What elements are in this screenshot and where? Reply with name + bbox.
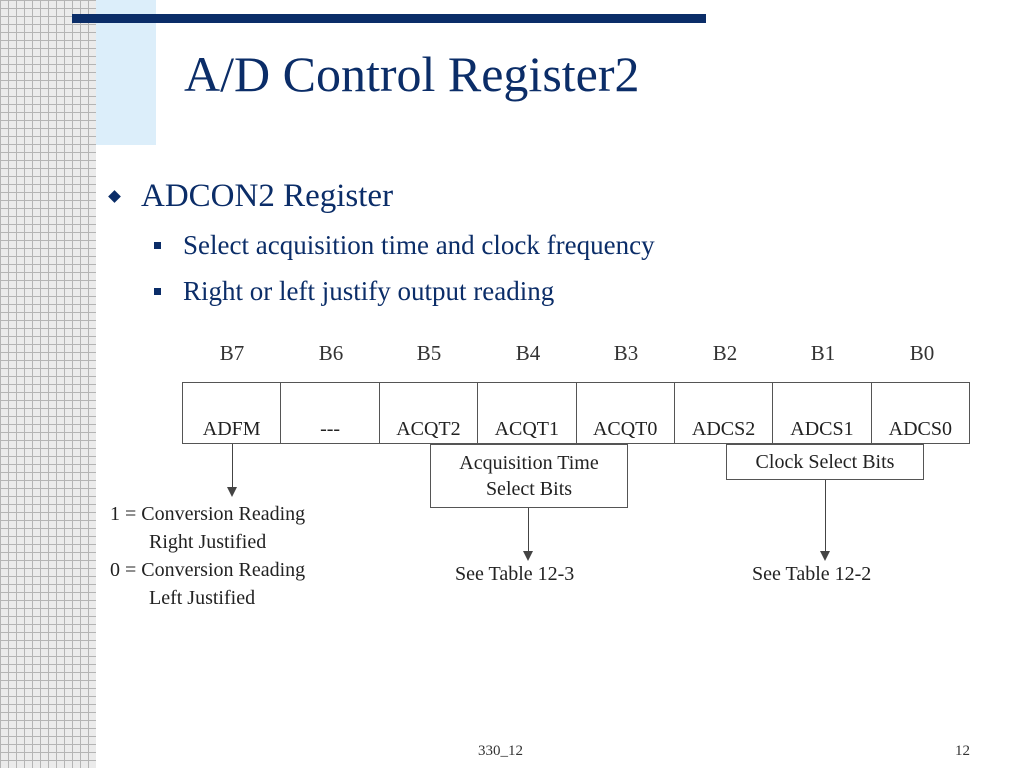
adfm-arrow-line [232, 444, 233, 488]
register-cell-adcs2: ADCS2 [675, 383, 774, 443]
title-accent-block [96, 0, 156, 145]
footer-page-number: 12 [955, 743, 970, 759]
bit-label-b2: B2 [712, 341, 738, 365]
adfm-note-3: 0 = Conversion Reading [110, 559, 306, 581]
sub-bullet-justify: Right or left justify output reading [154, 274, 554, 308]
bit-label-b3: B3 [613, 341, 639, 365]
footer-course-code: 330_12 [478, 743, 523, 759]
adfm-arrowhead [227, 487, 237, 497]
register-cell-adfm: ADFM [183, 383, 282, 443]
clock-box-label: Clock Select Bits [755, 451, 895, 473]
bit-label-b1: B1 [810, 341, 836, 365]
square-bullet-icon [154, 241, 161, 249]
bullet-adcon2: ADCON2 Register [108, 176, 393, 216]
bit-label-b0: B0 [909, 341, 935, 365]
acq-arrow-line [528, 508, 529, 552]
sub-bullet-text: Select acquisition time and clock freque… [183, 230, 655, 260]
bit-label-b4: B4 [515, 341, 541, 365]
square-bullet-icon [154, 287, 161, 295]
clock-table-ref: See Table 12-2 [752, 563, 872, 585]
sub-bullet-acquisition: Select acquisition time and clock freque… [154, 228, 655, 262]
register-cell-acqt2: ACQT2 [380, 383, 479, 443]
diamond-bullet-icon [108, 189, 121, 203]
clock-arrowhead [820, 551, 830, 561]
bit-label-b5: B5 [416, 341, 442, 365]
adfm-note-4: Left Justified [149, 587, 256, 609]
acquisition-time-box: Acquisition Time Select Bits [430, 444, 628, 508]
slide-title: A/D Control Register2 [184, 46, 640, 102]
register-cell-acqt0: ACQT0 [577, 383, 675, 443]
grid-background-strip [0, 0, 96, 768]
register-cell-adcs0: ADCS0 [888, 418, 952, 440]
bullet-text: ADCON2 Register [141, 178, 394, 214]
clock-select-box: Clock Select Bits [726, 444, 924, 480]
bit-label-b6: B6 [318, 341, 344, 365]
register-row: ADFM --- ACQT2 ACQT1 ACQT0 ADCS2 ADCS1 A… [182, 382, 970, 444]
acquisition-box-line2: Select Bits [485, 478, 573, 500]
acq-table-ref: See Table 12-3 [455, 563, 575, 585]
sub-bullet-text: Right or left justify output reading [183, 276, 555, 306]
acq-arrowhead [523, 551, 533, 561]
adfm-note-2: Right Justified [149, 531, 267, 553]
title-bar [72, 14, 706, 23]
adfm-note-1: 1 = Conversion Reading [110, 503, 306, 525]
register-cell-adcs1: ADCS1 [773, 383, 872, 443]
bit-label-b7: B7 [219, 341, 245, 365]
clock-arrow-line [825, 480, 826, 552]
register-cell-unused: --- [281, 383, 380, 443]
acquisition-box-line1: Acquisition Time [459, 452, 599, 474]
register-cell-acqt1: ACQT1 [478, 383, 577, 443]
